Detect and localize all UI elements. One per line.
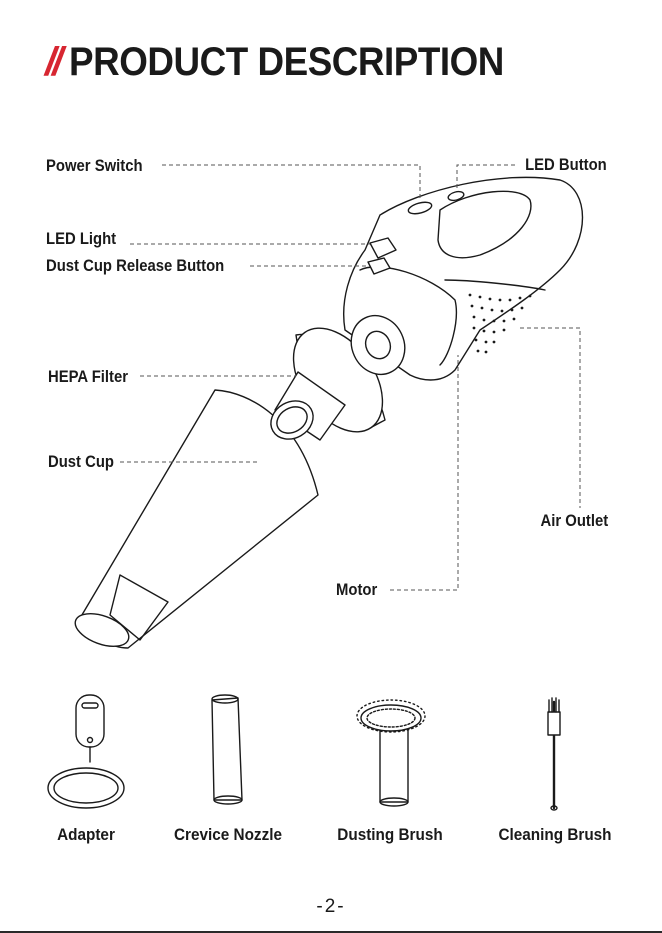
- crevice-nozzle-icon: [212, 695, 242, 804]
- cleaning-brush-icon: [548, 698, 560, 810]
- accessory-label-crevice-nozzle: Crevice Nozzle: [165, 826, 291, 843]
- accessory-label-cleaning-brush: Cleaning Brush: [491, 826, 619, 843]
- accessory-label-dusting-brush: Dusting Brush: [329, 826, 451, 843]
- dusting-brush-icon: [357, 700, 425, 806]
- accessory-label-adapter: Adapter: [41, 826, 131, 843]
- label-led-light: LED Light: [46, 231, 116, 248]
- label-dust-cup: Dust Cup: [48, 454, 114, 471]
- label-dust-cup-release-button: Dust Cup Release Button: [46, 258, 224, 275]
- label-led-button: LED Button: [525, 157, 607, 174]
- label-air-outlet: Air Outlet: [540, 513, 608, 530]
- adapter-icon: [48, 695, 124, 808]
- vacuum-body-drawing: [342, 177, 583, 383]
- page-number: -2-: [0, 896, 662, 918]
- label-power-switch: Power Switch: [46, 158, 143, 175]
- label-motor: Motor: [336, 582, 377, 599]
- label-hepa-filter: HEPA Filter: [48, 369, 128, 386]
